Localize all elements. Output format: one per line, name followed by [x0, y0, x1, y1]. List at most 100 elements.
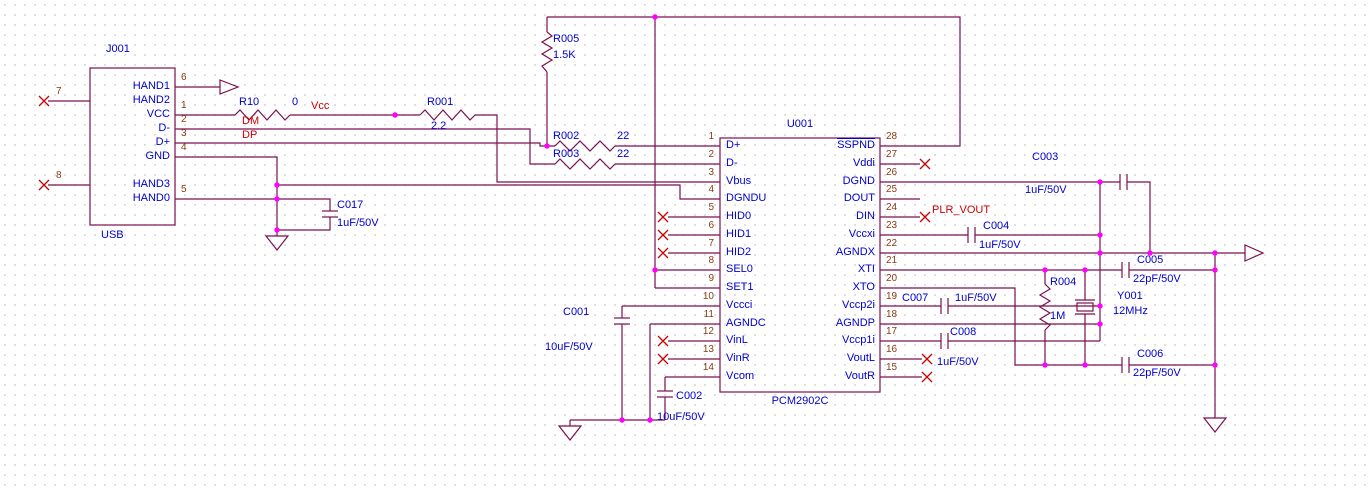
refdes-c004: C004: [983, 220, 1010, 232]
value-c005: 22pF/50V: [1133, 273, 1181, 285]
resistor-r10: [234, 109, 291, 121]
refdes-y001: Y001: [1117, 290, 1143, 302]
ic-pin-number-VinR: 13: [702, 344, 714, 355]
connector-pin-name: D+: [155, 136, 170, 148]
connector-pin-name: HAND0: [132, 192, 170, 204]
connector-pin-name: GND: [145, 150, 170, 162]
ic-pin-name-D+: D+: [726, 139, 741, 151]
connector-refdes: J001: [106, 43, 130, 55]
ic-pin-name-Vcom: Vcom: [726, 370, 755, 382]
value-c003: 1uF/50V: [1025, 184, 1067, 196]
connector-pin-name: HAND2: [132, 94, 170, 106]
ic-pin-number-Vbus: 3: [708, 167, 714, 178]
ic-pin-name-HID1: HID1: [726, 228, 752, 240]
ic-pin-number-DGND: 26: [886, 167, 898, 178]
value-c001: 10uF/50V: [545, 341, 593, 353]
ic-pin-name-SET1: SET1: [726, 281, 754, 293]
ic-pin-name-DGNDU: DGNDU: [726, 192, 767, 204]
connector-pin-number: 7: [56, 86, 62, 97]
junction-dots: [274, 14, 1218, 423]
ic-pin-number-Vccci: 10: [702, 291, 714, 302]
net-label-vcc: Vcc: [311, 100, 330, 112]
ic-pin-name-DGND: DGND: [842, 175, 875, 187]
refdes-c007: C007: [902, 292, 929, 304]
resistor-r002: [554, 140, 616, 152]
ic-pin-name-Vddi: Vddi: [852, 157, 875, 169]
ic-pin-number-D+: 1: [708, 131, 714, 142]
value-r005: 1.5K: [553, 49, 576, 61]
ic-pin-number-SEL0: 8: [708, 255, 714, 266]
ic-pin-name-VoutL: VoutL: [846, 352, 875, 364]
ic-pin-number-SET1: 9: [708, 273, 714, 284]
crystal-y001: [1076, 302, 1094, 312]
ic-pin-number-D-: 2: [708, 149, 714, 160]
refdes-c005: C005: [1137, 254, 1164, 266]
value-c006: 22pF/50V: [1133, 367, 1181, 379]
refdes-r004: R004: [1050, 276, 1077, 288]
ic-pin-number-HID1: 6: [708, 220, 714, 231]
value-c007: 1uF/50V: [955, 292, 997, 304]
ic-pin-number-Vcom: 14: [702, 362, 714, 373]
refdes-c017: C017: [337, 199, 364, 211]
refdes-c002: C002: [676, 390, 703, 402]
net-label-plr-vout: PLR_VOUT: [932, 204, 991, 216]
ic-pin-name-AGNDX: AGNDX: [835, 246, 875, 258]
value-c017: 1uF/50V: [337, 217, 379, 229]
no-connect-x: [657, 335, 669, 347]
value-r003: 22: [617, 148, 630, 160]
ic-pin-name-Vccxi: Vccxi: [848, 228, 875, 240]
ic-pin-name-DIN: DIN: [856, 210, 875, 222]
net-label-dp: DP: [242, 129, 258, 141]
ic-pin-name-HID2: HID2: [726, 246, 752, 258]
no-connect-x: [921, 371, 933, 383]
value-c002: 10uF/50V: [657, 411, 705, 423]
no-connect-x: [38, 95, 50, 107]
value-y001: 12MHz: [1113, 305, 1148, 317]
refdes-r005: R005: [553, 33, 580, 45]
ic-pin-name-AGNDC: AGNDC: [726, 317, 766, 329]
ic-pin-name-Vccci: Vccci: [726, 299, 753, 311]
refdes-c008: C008: [950, 326, 977, 338]
ic-pin-number-HID2: 7: [708, 238, 714, 249]
connector-pin-number: 6: [181, 72, 187, 83]
ic-pin-number-XTO: 20: [886, 273, 898, 284]
ic-pin-name-XTI: XTI: [857, 263, 875, 275]
ic-pin-number-DIN: 24: [886, 202, 898, 213]
ic-pin-name-D-: D-: [726, 157, 738, 169]
ic-pin-name-Vccp1i: Vccp1i: [841, 334, 875, 346]
connector-pin-number: 4: [181, 142, 187, 153]
connector-pin-number: 1: [181, 100, 187, 111]
ic-pin-number-AGNDC: 11: [703, 309, 714, 320]
no-connect-x: [657, 353, 669, 365]
ic-pin-name-SEL0: SEL0: [726, 263, 753, 275]
ground-symbol: [264, 235, 290, 251]
resistor-r003: [554, 158, 616, 170]
ic-pin-number-Vccp2i: 19: [886, 291, 898, 302]
ic-pin-name-XTO: XTO: [852, 281, 875, 293]
refdes-r10: R10: [239, 96, 260, 108]
ic-pin-name-Vbus: Vbus: [726, 175, 752, 187]
usb-connector-body: [89, 67, 176, 226]
ic-pin-number-VoutL: 16: [886, 344, 898, 355]
ic-body: [719, 137, 881, 393]
connector-pin-name: HAND3: [132, 178, 170, 190]
connector-pin-number: 2: [181, 114, 187, 125]
refdes-c006: C006: [1137, 348, 1164, 360]
connector-pin-name: VCC: [146, 108, 170, 120]
refdes-c001: C001: [563, 306, 590, 318]
connector-pin-number: 3: [181, 128, 187, 139]
ic-pin-name-AGNDP: AGNDP: [835, 317, 875, 329]
ic-pin-number-AGNDP: 18: [886, 309, 898, 320]
net-label-dm: DM: [242, 115, 260, 127]
ic-pin-number-XTI: 21: [886, 255, 898, 266]
no-connect-x: [657, 211, 669, 223]
ic-pin-name-VoutR: VoutR: [845, 370, 875, 382]
ic-pin-name-VinL: VinL: [726, 334, 748, 346]
connector-pin-number: 8: [56, 170, 62, 181]
ic-pin-number-DOUT: 25: [886, 184, 898, 195]
offpage-arrow-hand1: [219, 79, 240, 95]
ic-pin-number-VinL: 12: [702, 326, 714, 337]
resistor-r004: [1038, 283, 1052, 331]
ic-pin-name-DOUT: DOUT: [843, 192, 875, 204]
